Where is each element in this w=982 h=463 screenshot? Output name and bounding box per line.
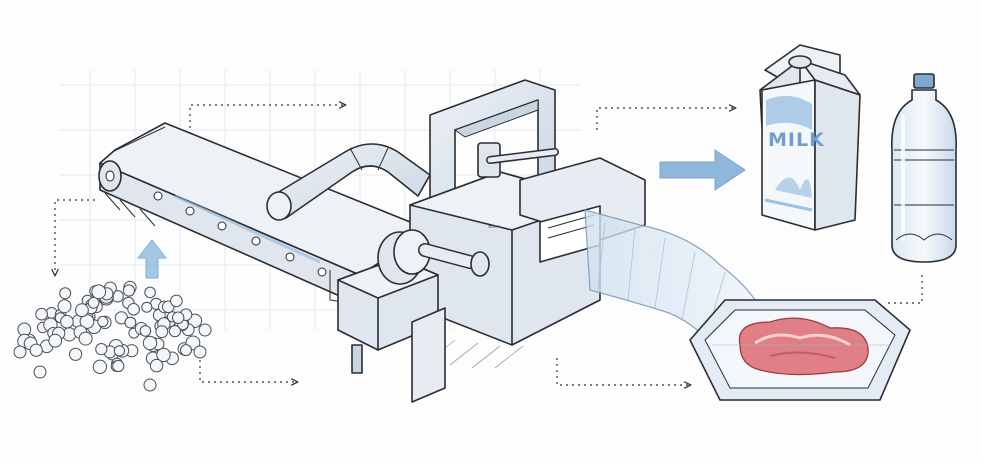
pellet — [92, 359, 108, 374]
pellet — [144, 286, 156, 299]
flow-arrow-left-down — [55, 199, 95, 275]
pellet — [35, 307, 48, 321]
flow-arrow-bottom-right — [556, 358, 690, 385]
pellet — [170, 294, 183, 308]
pellet — [13, 345, 27, 359]
pellet — [78, 331, 93, 346]
pellet — [97, 315, 109, 328]
flow-arrow-top-right — [596, 108, 735, 130]
steak — [738, 317, 869, 376]
milk-carton: MILK — [759, 44, 861, 231]
blue-arrow-up-icon — [136, 239, 168, 279]
pellet — [141, 301, 153, 313]
pellet — [91, 284, 107, 300]
flow-arrow-bottom-left — [199, 360, 297, 382]
pellet — [198, 323, 212, 337]
flow-arrow-top-left — [189, 105, 345, 140]
plastic-bottle — [891, 73, 957, 263]
pellet — [142, 335, 158, 351]
pellet — [143, 378, 157, 392]
pellet — [127, 303, 140, 316]
pellet — [59, 287, 72, 300]
pellet — [124, 316, 137, 329]
pellet — [87, 296, 100, 309]
pellet — [139, 325, 152, 337]
pellet — [172, 311, 185, 324]
plastic-pellets-pile — [13, 280, 212, 392]
machine-plate-text: ≡≡≡≡ — [488, 224, 500, 230]
feed-pipe — [266, 143, 431, 221]
pellet — [29, 343, 43, 357]
milk-label: MILK — [768, 129, 825, 151]
pellet — [113, 345, 126, 357]
pellet — [112, 359, 125, 373]
pellet — [149, 358, 164, 373]
flow-arrows — [55, 105, 923, 385]
blue-arrow-to-products-icon — [659, 149, 746, 191]
pellet — [155, 325, 169, 339]
pellet — [156, 347, 171, 363]
meat-tray-package — [689, 299, 911, 401]
pellet — [33, 365, 47, 379]
pellet — [122, 284, 135, 297]
pellet — [180, 344, 192, 357]
pellet — [75, 303, 89, 318]
pellet — [48, 333, 63, 348]
pellet — [168, 325, 181, 338]
pellet — [95, 343, 108, 356]
flow-arrow-far-right — [885, 275, 923, 304]
pellet — [60, 314, 74, 329]
pellet — [57, 299, 72, 314]
pellet — [193, 345, 207, 359]
pellet — [69, 347, 83, 361]
